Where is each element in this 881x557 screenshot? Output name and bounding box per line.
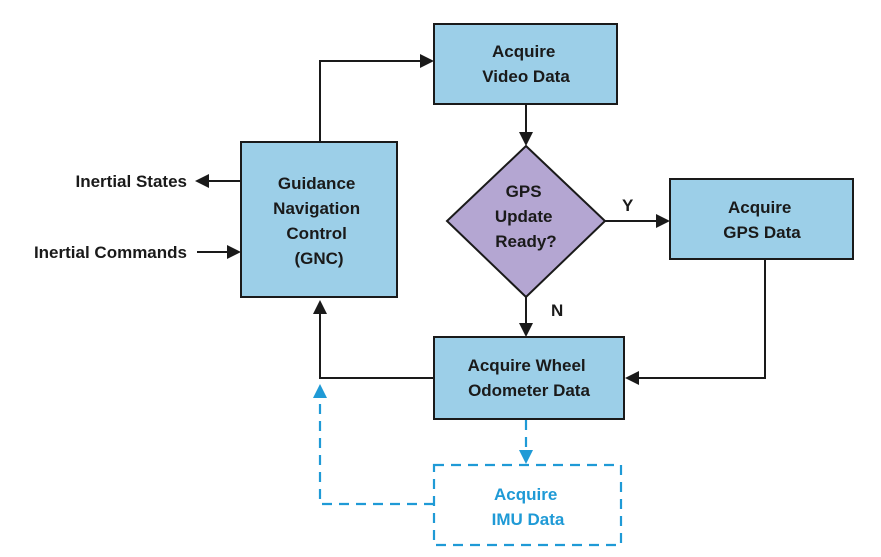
arrowhead [625,371,639,385]
arrowhead [420,54,434,68]
no-branch-label: N [551,301,563,320]
arrowhead [519,450,533,464]
arrowhead [195,174,209,188]
connector-wheel-to-gnc [319,312,434,379]
arrowhead [519,132,533,146]
arrowhead [519,323,533,337]
arrowhead [227,245,241,259]
arrowhead [656,214,670,228]
connector-imu-to-gnc [318,396,434,506]
gps-decision-diamond [445,144,607,299]
arrowhead [313,384,327,398]
inertial-states-label: Inertial States [76,172,188,191]
acquire-wheel-box [433,336,625,420]
gnc-label: Guidance Navigation Control (GNC) [273,174,365,268]
arrowhead [313,300,327,314]
connector-gnc-to-video [319,60,422,142]
acquire-gps-label: Acquire GPS Data [723,198,801,242]
acquire-imu-box [432,463,623,547]
gnc-box [240,141,398,298]
acquire-video-box [433,23,618,105]
inertial-commands-label: Inertial Commands [34,243,187,262]
acquire-imu-label: Acquire IMU Data [492,485,565,529]
yes-branch-label: Y [622,196,634,215]
acquire-gps-box [669,178,854,260]
connector-gps-to-wheel [637,259,766,379]
acquire-wheel-label: Acquire Wheel Odometer Data [468,356,591,400]
acquire-video-label: Acquire Video Data [482,42,570,86]
gps-decision-label: GPS Update Ready? [495,182,557,251]
